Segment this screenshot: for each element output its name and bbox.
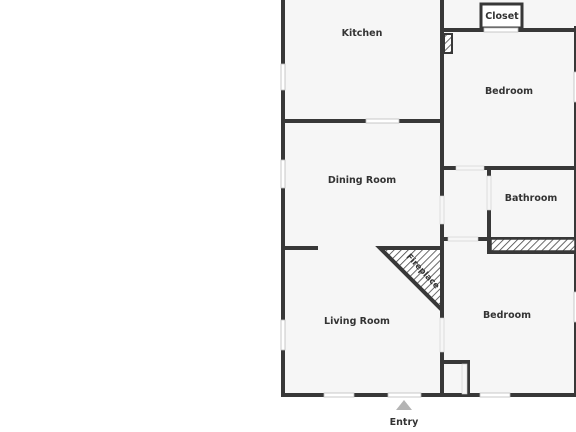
entry-opening <box>387 392 422 398</box>
bathroom-counter <box>490 238 576 252</box>
entry-label: Entry <box>390 417 419 428</box>
room-label-dining-room: Dining Room <box>328 175 396 186</box>
doorways <box>439 165 492 395</box>
entry-arrow-icon <box>396 400 412 410</box>
closet <box>479 2 524 30</box>
room-label-closet: Closet <box>485 11 519 22</box>
chimney-block <box>443 33 453 54</box>
room-label-bedroom-top: Bedroom <box>485 86 533 97</box>
room-label-kitchen: Kitchen <box>342 28 383 39</box>
floor-area <box>283 0 576 395</box>
room-label-bathroom: Bathroom <box>505 193 558 204</box>
windows <box>280 27 576 398</box>
fireplace <box>375 246 444 315</box>
room-label-bedroom-bottom: Bedroom <box>483 310 531 321</box>
room-label-living-room: Living Room <box>324 316 390 327</box>
